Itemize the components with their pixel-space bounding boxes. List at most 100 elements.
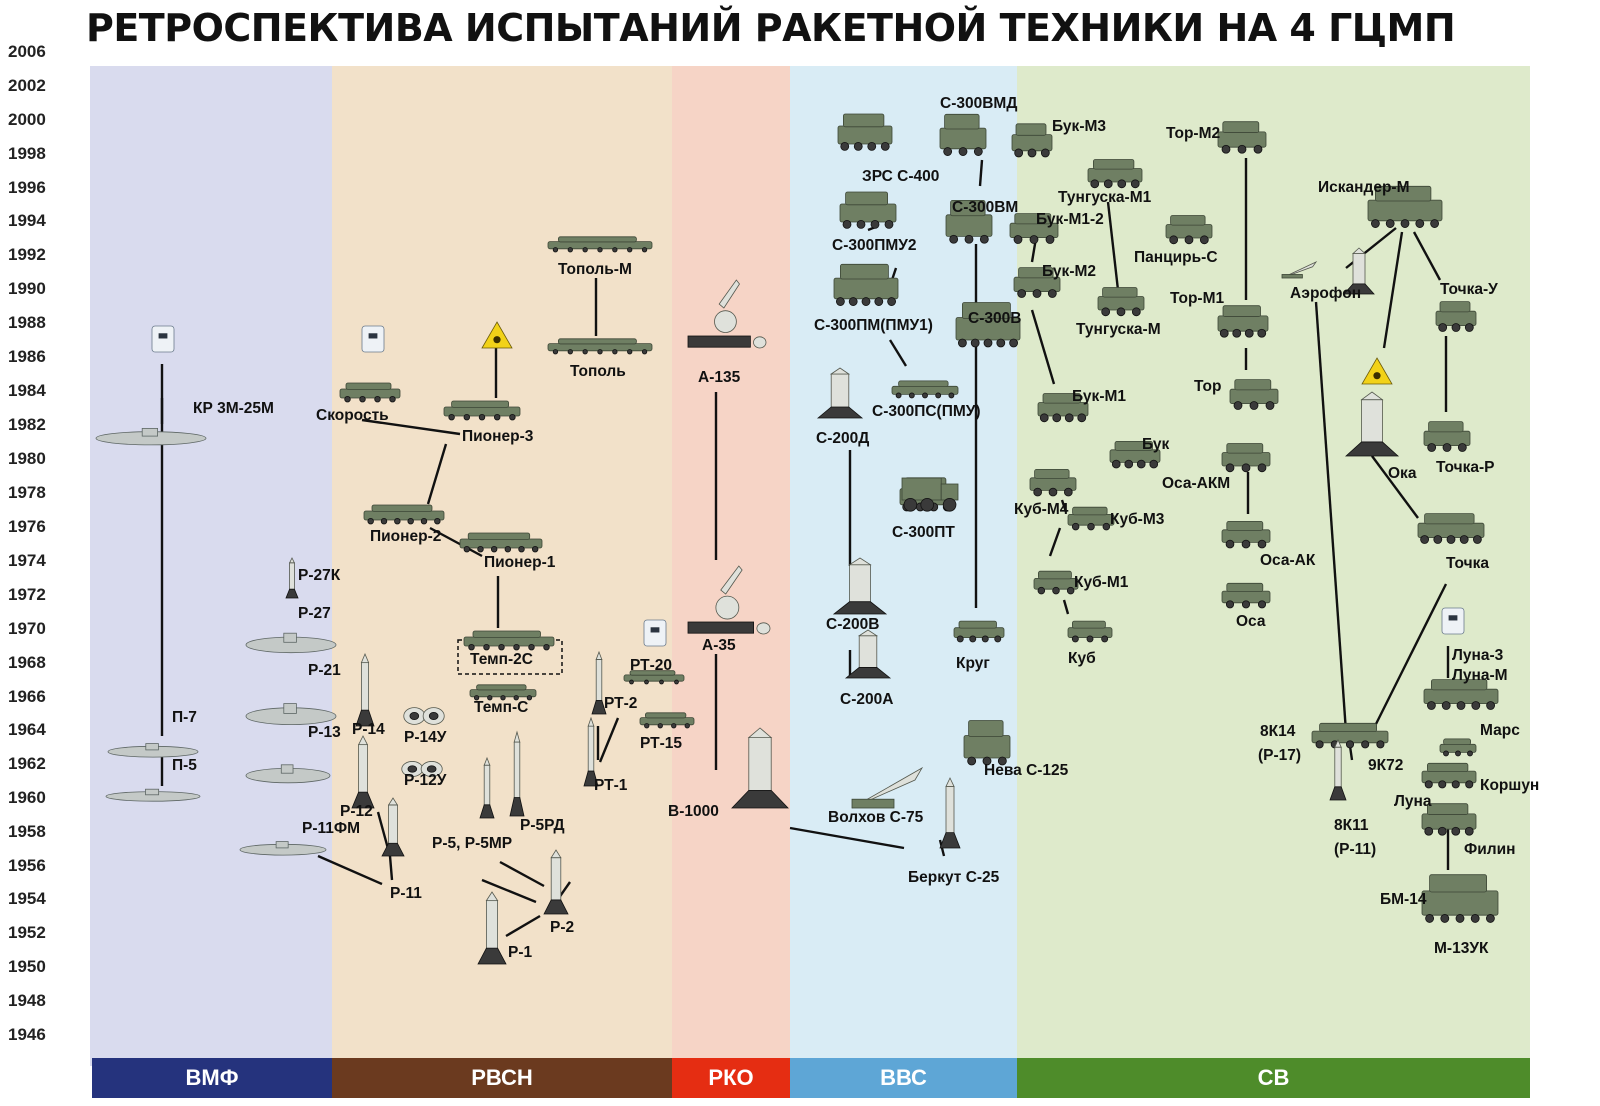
node-label-s300v: С-300В bbox=[968, 310, 1021, 327]
missile-icon bbox=[285, 557, 299, 599]
node-label-m13uk: М-13УК bbox=[1434, 940, 1489, 957]
node-label-osaakm: Оса-АКМ bbox=[1162, 475, 1230, 492]
year-label-1998: 1998 bbox=[8, 144, 46, 163]
missile-icon bbox=[479, 756, 495, 819]
missile-icon bbox=[851, 766, 924, 809]
node-label-pioner2: Пионер-2 bbox=[370, 528, 441, 545]
submarine-icon bbox=[105, 788, 201, 802]
edge-line bbox=[361, 418, 461, 436]
launcher-vehicle-icon bbox=[1421, 762, 1477, 789]
edge-line bbox=[789, 826, 905, 850]
year-label-1962: 1962 bbox=[8, 754, 46, 773]
missile-icon bbox=[477, 891, 507, 965]
launcher-vehicle-icon bbox=[547, 338, 653, 355]
node-label-temps: Темп-С bbox=[474, 699, 528, 716]
screen-icon bbox=[361, 325, 385, 353]
node-label-r11: Р-11 bbox=[390, 885, 422, 902]
node-label-iskander: Искандер-М bbox=[1318, 179, 1410, 196]
launcher-vehicle-icon bbox=[1421, 803, 1477, 836]
node-label-a135: А-135 bbox=[698, 369, 741, 386]
launcher-vehicle-icon bbox=[1439, 738, 1477, 757]
branch-band-vvs: ВВС bbox=[790, 1058, 1017, 1098]
missile-icon bbox=[816, 367, 864, 419]
edge-line bbox=[1374, 583, 1448, 725]
year-label-1976: 1976 bbox=[8, 517, 46, 536]
launcher-vehicle-icon bbox=[1097, 287, 1145, 317]
node-label-s200d: С-200Д bbox=[816, 430, 869, 447]
node-label-mars: Марс bbox=[1480, 722, 1520, 739]
node-label-s300pm: С-300ПМ(ПМУ1) bbox=[814, 317, 933, 334]
launcher-vehicle-icon bbox=[547, 236, 653, 253]
edge-line bbox=[1314, 301, 1348, 733]
silo-icon bbox=[403, 707, 445, 725]
year-label-1974: 1974 bbox=[8, 551, 46, 570]
node-label-tunguskam: Тунгуска-М bbox=[1076, 321, 1161, 338]
screen-icon bbox=[151, 325, 175, 353]
edge-line bbox=[1060, 499, 1068, 513]
node-label-kubm3: Куб-М3 bbox=[1110, 511, 1165, 528]
node-label-tunguskam1: Тунгуска-М1 bbox=[1058, 189, 1152, 206]
node-label-r27: Р-27 bbox=[298, 605, 331, 622]
node-label-9k72: 9К72 bbox=[1368, 757, 1403, 774]
node-label-s300vmd: С-300ВМД bbox=[940, 95, 1017, 112]
node-label-kubm4: Куб-М4 bbox=[1014, 501, 1069, 518]
year-label-1952: 1952 bbox=[8, 923, 46, 942]
node-label-8k11: 8К11 bbox=[1334, 817, 1369, 834]
node-label-bm14: БМ-14 bbox=[1380, 891, 1427, 908]
edge-line bbox=[598, 717, 620, 763]
node-label-pancir: Панцирь-С bbox=[1134, 249, 1218, 266]
node-label-r12u: Р-12У bbox=[404, 772, 447, 789]
launcher-vehicle-icon bbox=[1435, 301, 1477, 332]
warning-icon bbox=[1361, 357, 1393, 385]
submarine-icon bbox=[239, 841, 327, 856]
node-label-s200a: С-200А bbox=[840, 691, 893, 708]
submarine-icon bbox=[107, 743, 199, 758]
launcher-vehicle-icon bbox=[1221, 443, 1271, 473]
submarine-icon bbox=[245, 764, 331, 784]
launcher-vehicle-icon bbox=[1013, 267, 1061, 298]
node-label-s300pmu2: С-300ПМУ2 bbox=[832, 237, 917, 254]
launcher-vehicle-icon bbox=[1009, 213, 1059, 244]
branch-band-vmf: ВМФ bbox=[92, 1058, 332, 1098]
node-label-osaak: Оса-АК bbox=[1260, 552, 1316, 569]
year-label-1980: 1980 bbox=[8, 449, 46, 468]
launcher-vehicle-icon bbox=[443, 400, 521, 421]
node-label-oka: Ока bbox=[1388, 465, 1417, 482]
submarine-icon bbox=[245, 632, 337, 654]
launcher-vehicle-icon bbox=[1217, 121, 1267, 154]
node-label-r12: Р-12 bbox=[340, 803, 373, 820]
node-label-temp2s: Темп-2С bbox=[470, 651, 533, 668]
branch-band-rko: РКО bbox=[672, 1058, 790, 1098]
node-label-bukm2: Бук-М2 bbox=[1042, 263, 1096, 280]
node-label-berkut: Беркут С-25 bbox=[908, 869, 1000, 886]
radar-complex-icon bbox=[687, 565, 771, 635]
missile-icon bbox=[832, 557, 888, 615]
screen-icon bbox=[643, 619, 667, 647]
edge-line bbox=[888, 339, 908, 367]
truck-icon bbox=[901, 477, 959, 512]
edge-line bbox=[1030, 309, 1056, 385]
node-label-kub: Куб bbox=[1068, 650, 1096, 667]
node-label-s300vm: С-300ВМ bbox=[952, 199, 1018, 216]
node-label-s300pt: С-300ПТ bbox=[892, 524, 955, 541]
edge-line bbox=[426, 443, 448, 505]
edge-line bbox=[388, 855, 394, 881]
node-label-r11fm: Р-11ФМ bbox=[302, 820, 360, 837]
node-label-pioner1: Пионер-1 bbox=[484, 554, 556, 571]
node-label-r27k: Р-27К bbox=[298, 567, 341, 584]
launcher-vehicle-icon bbox=[953, 620, 1005, 643]
node-label-s200v: С-200В bbox=[826, 616, 879, 633]
node-label-rt15: РТ-15 bbox=[640, 735, 682, 752]
node-label-8k14: 8К14 bbox=[1260, 723, 1296, 740]
node-label-r13: Р-13 bbox=[308, 724, 341, 741]
node-label-r5: Р-5, Р-5МР bbox=[432, 835, 512, 852]
launcher-vehicle-icon bbox=[945, 199, 993, 244]
submarine-icon bbox=[95, 427, 207, 446]
year-label-1984: 1984 bbox=[8, 381, 46, 400]
year-label-1956: 1956 bbox=[8, 856, 46, 875]
node-label-r21: Р-21 bbox=[308, 662, 341, 679]
node-label-r17: (Р-17) bbox=[1258, 747, 1301, 764]
edge-line bbox=[429, 526, 483, 558]
node-label-pioner3: Пионер-3 bbox=[462, 428, 534, 445]
node-label-neva: Нева С-125 bbox=[984, 762, 1069, 779]
